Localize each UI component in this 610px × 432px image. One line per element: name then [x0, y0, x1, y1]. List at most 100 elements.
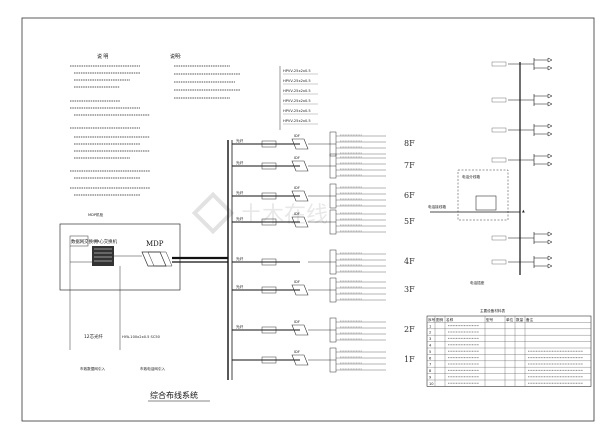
riser-label: 光纤	[236, 138, 244, 143]
legend-table: 主要设备材料表 序号图例名称型号单位数量备注12345678910	[426, 308, 592, 387]
idf-symbol	[291, 138, 309, 150]
cable-lower-label: HYA-100x2x0.5 SC50	[122, 335, 161, 339]
floor-label: 4F	[404, 257, 415, 266]
telephone-tap	[491, 153, 553, 167]
riser-label: 光纤	[236, 324, 244, 329]
entry-label: 电话接线箱	[428, 204, 446, 209]
legend-row-index: 2	[429, 331, 431, 335]
telephone-box	[457, 169, 509, 221]
cable-spec: HPVV-25x2x0.5	[283, 119, 311, 123]
patch-panel	[261, 140, 277, 148]
floor-label: 3F	[404, 285, 415, 294]
patch-panel	[261, 218, 277, 226]
notes-header: 说 明	[97, 53, 108, 60]
cable-spec: HPVV-25x2x0.5	[283, 109, 311, 113]
floor-row: 光纤 IDF 2F	[232, 317, 415, 343]
notes-left: 说 明	[70, 53, 150, 196]
patch-panel	[261, 192, 277, 200]
feed-left-label: 市政数据网引入	[80, 366, 106, 371]
mdp-assembly: MDP机柜 数据网交换机 中心交换机 MDP 12芯光纤 HYA-100x2x0…	[59, 212, 181, 371]
floor-row: 光纤 IDF 7F	[232, 153, 415, 179]
outlet-icon	[547, 153, 553, 159]
distribution-box	[475, 195, 497, 211]
mdp-label: MDP	[146, 240, 164, 248]
backbone-bus	[172, 140, 233, 380]
legend-row-index: 5	[429, 350, 431, 354]
idf-label: IDF	[294, 134, 300, 138]
floor-label: 2F	[404, 325, 415, 334]
idf-label: IDF	[294, 156, 300, 160]
floor-label: 6F	[404, 191, 415, 200]
floor-label: 1F	[404, 355, 415, 364]
idf-symbol	[291, 324, 309, 336]
idf-label: IDF	[294, 212, 300, 216]
watermark-logo: 土木在线	[191, 191, 328, 235]
outlet-icon	[547, 131, 553, 137]
floor-label: 7F	[404, 161, 415, 170]
legend-header-cell: 序号	[428, 317, 436, 322]
notes-right-header: 说明:	[170, 53, 181, 60]
legend-row-index: 10	[429, 382, 434, 386]
telephone-tap	[491, 123, 553, 137]
legend-header-cell: 数量	[516, 317, 524, 322]
legend-header-cell: 备注	[526, 317, 534, 322]
telephone-tap	[491, 57, 553, 71]
legend-row-index: 9	[429, 376, 432, 380]
outlet-icon	[547, 123, 553, 129]
idf-label: IDF	[294, 320, 300, 324]
telephone-tap	[491, 231, 553, 245]
notes-right-lines	[174, 65, 240, 99]
mdp-frame-symbol	[141, 251, 167, 267]
switch-label: 数据网交换机	[71, 238, 98, 245]
legend-header-cell: 名称	[446, 317, 454, 322]
floor-row: 光纤 IDF 3F	[232, 277, 415, 303]
riser-label: 光纤	[236, 284, 244, 289]
idf-symbol	[291, 284, 309, 296]
cable-spec: HPVV-25x2x0.5	[283, 79, 311, 83]
watermark-text: 土木在线	[240, 203, 328, 228]
legend-header-cell: 图例	[436, 317, 444, 322]
floor-row: IDF 1F	[232, 347, 415, 373]
diagram-title: 综合布线系统	[150, 390, 198, 400]
outlet-icon	[547, 101, 553, 107]
idf-label: IDF	[294, 350, 300, 354]
svg-text:▲: ▲	[522, 209, 525, 213]
patch-panel	[261, 162, 277, 170]
cable-upper-label: 12芯光纤	[84, 333, 103, 340]
patch-panel	[261, 326, 277, 334]
legend-row-index: 1	[429, 324, 431, 328]
outlet-icon	[547, 161, 553, 167]
notes-left-lines	[70, 65, 150, 196]
telephone-box-label: 电话分线箱	[462, 174, 480, 179]
idf-symbol	[291, 216, 309, 228]
outlet-icon	[547, 239, 553, 245]
floor-row: 光纤 IDF 8F	[232, 131, 415, 157]
idf-label: IDF	[294, 186, 300, 190]
riser-label: 光纤	[236, 190, 244, 195]
legend-title: 主要设备材料表	[480, 308, 506, 313]
cable-spec: HPVV-25x2x0.5	[283, 99, 311, 103]
legend-header-cell: 型号	[486, 317, 494, 322]
legend-row-index: 4	[429, 344, 432, 348]
patch-panel	[261, 356, 277, 364]
telephone-tap	[491, 93, 553, 107]
floor-label: 8F	[404, 139, 415, 148]
legend-header-cell: 单位	[506, 317, 514, 322]
center-switch-label: 中心交换机	[95, 238, 118, 245]
drawing-border	[21, 17, 595, 422]
floor-row: 光纤 IDF 6F	[232, 183, 415, 209]
riser-label: 光纤	[236, 160, 244, 165]
legend-row-index: 3	[429, 337, 431, 341]
patch-panel	[261, 258, 277, 266]
outlet-icon	[547, 65, 553, 71]
idf-label: IDF	[294, 280, 300, 284]
telephone-tap	[491, 255, 553, 269]
mdp-box-caption: MDP机柜	[88, 212, 104, 217]
idf-symbol	[291, 190, 309, 202]
feed-right-label: 市政电话网引入	[140, 366, 166, 371]
telephone-riser-diagram: 电话分线箱 电话接线箱 ▲ 电话插座	[428, 57, 553, 285]
